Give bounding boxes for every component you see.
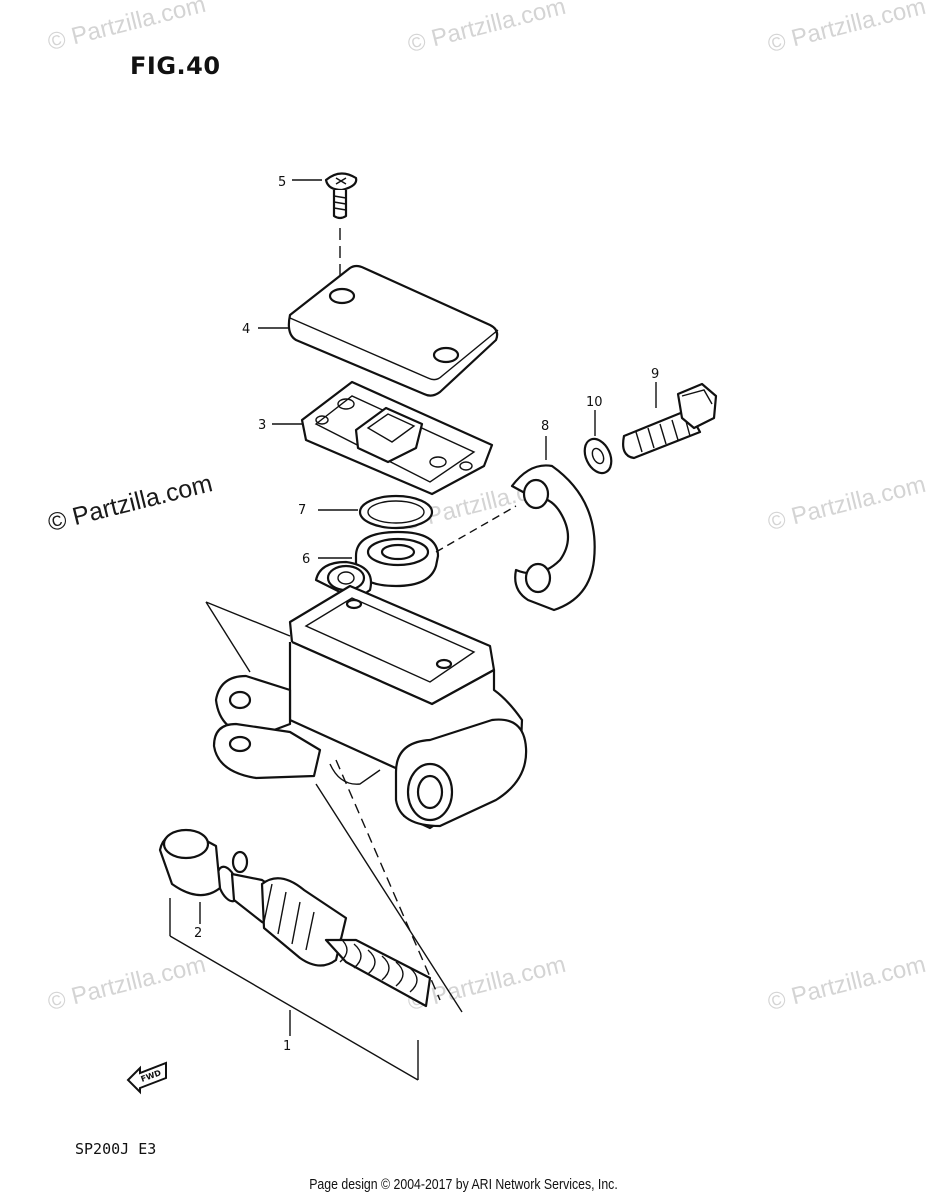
callout-9: 9 <box>651 367 659 382</box>
callout-7: 7 <box>298 503 306 518</box>
part-7-o-ring[interactable] <box>358 494 434 530</box>
part-9-bolt[interactable] <box>622 382 718 460</box>
callout-5: 5 <box>278 175 286 190</box>
master-cylinder-body <box>212 560 528 830</box>
callout-10: 10 <box>586 395 603 410</box>
part-4-reservoir-cap[interactable] <box>287 264 499 397</box>
assembly-guide-lines <box>205 601 463 1013</box>
page-footer: Page design © 2004-2017 by ARI Network S… <box>309 1176 618 1193</box>
part-1-piston-assembly[interactable] <box>158 828 432 1008</box>
fwd-arrow-icon: FWD <box>126 1061 167 1095</box>
part-3-diaphragm[interactable] <box>300 380 494 496</box>
model-code: SP200J E3 <box>75 1140 157 1158</box>
callout-6: 6 <box>302 552 310 567</box>
part-10-washer[interactable] <box>580 435 617 478</box>
part-5-screw[interactable] <box>324 172 358 276</box>
callout-2: 2 <box>194 926 202 941</box>
part-6-plate[interactable] <box>354 530 440 588</box>
part-1-bracket <box>169 898 419 1081</box>
callout-3: 3 <box>258 418 266 433</box>
callout-1: 1 <box>283 1039 291 1054</box>
callout-8: 8 <box>541 419 549 434</box>
figure-title: FIG.40 <box>130 52 221 80</box>
callout-4: 4 <box>242 322 250 337</box>
part-8-holder[interactable] <box>435 464 596 612</box>
